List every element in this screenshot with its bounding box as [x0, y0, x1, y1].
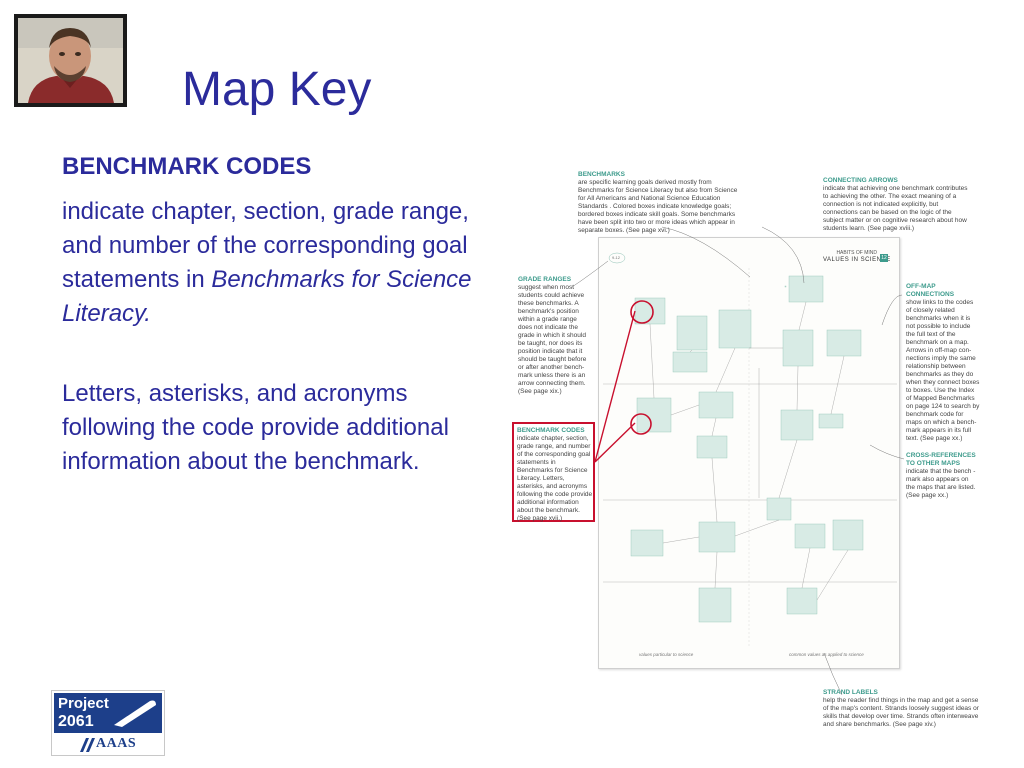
strand-labels-text: help the reader find things in the map a…: [823, 697, 979, 728]
logo-banner: Project 2061: [54, 693, 162, 733]
description-text: indicate chapter, section, grade range, …: [62, 198, 469, 293]
benchmark-codes-description: indicate chapter, section, grade range, …: [62, 195, 502, 331]
benchmark-code-leaders: [594, 310, 636, 463]
connecting-arrows-callout: CONNECTING ARROWS indicate that achievin…: [823, 177, 973, 233]
strand-label-right: common values as applied to science: [789, 652, 864, 657]
callout-leaders: [571, 226, 905, 696]
connecting-arrows-text: indicate that achieving one benchmark co…: [823, 185, 968, 232]
benchmark-codes-callout: BENCHMARK CODES indicate chapter, sectio…: [517, 427, 593, 523]
logo-line-2: 2061: [58, 713, 94, 730]
connecting-arrows-title: CONNECTING ARROWS: [823, 177, 898, 184]
map-page-number: 12: [880, 254, 888, 262]
presenter-portrait-icon: [18, 18, 123, 103]
map-key-figure: BENCHMARKS are specific learning goals d…: [512, 165, 1012, 763]
logo-line-1: Project: [58, 695, 109, 712]
strand-label-left: values particular to science: [639, 652, 694, 657]
grade-range-marker: [608, 252, 626, 264]
cross-references-title: CROSS-REFERENCES TO OTHER MAPS: [906, 452, 976, 467]
logo-swoosh-icon: [114, 700, 156, 727]
benchmark-codes-heading: BENCHMARK CODES: [62, 153, 312, 180]
grade-ranges-title: GRADE RANGES: [518, 276, 572, 283]
benchmarks-callout-title: BENCHMARKS: [578, 171, 625, 178]
description-book-title: Benchmarks for Science Literacy.: [62, 266, 472, 327]
benchmark-codes-callout-title: BENCHMARK CODES: [517, 427, 585, 434]
grade-range-label: 9-12: [612, 255, 621, 260]
cross-references-callout: CROSS-REFERENCES TO OTHER MAPS indicate …: [906, 452, 976, 500]
strand-labels-title: STRAND LABELS: [823, 689, 878, 696]
connecting-arrows: [649, 301, 849, 601]
project-2061-logo: Project 2061 AAAS: [51, 690, 165, 756]
slide-title: Map Key: [182, 63, 372, 116]
strand-labels-callout: STRAND LABELS help the reader find thing…: [823, 689, 983, 729]
cross-references-text: indicate that the bench - mark also appe…: [906, 468, 976, 499]
benchmark-codes-highlight-box: BENCHMARK CODES indicate chapter, sectio…: [512, 422, 595, 522]
aaas-mark-icon: [80, 738, 95, 752]
off-map-connections-text: show links to the codes of closely relat…: [906, 299, 980, 442]
benchmarks-callout-text: are specific learning goals derived most…: [578, 179, 738, 234]
logo-org-name: AAAS: [96, 736, 137, 751]
map-page-thumbnail: HABITS OF MIND VALUES IN SCIENCE 12: [598, 237, 900, 669]
highlighted-code-circle: [630, 300, 654, 324]
off-map-connections-callout: OFF-MAP CONNECTIONS show links to the co…: [906, 283, 980, 443]
benchmark-suffix-description: Letters, asterisks, and acronyms followi…: [62, 380, 449, 475]
off-map-connections-title: OFF-MAP CONNECTIONS: [906, 283, 955, 298]
presenter-photo: [14, 14, 127, 107]
benchmarks-callout: BENCHMARKS are specific learning goals d…: [578, 171, 738, 235]
map-page-subtitle: VALUES IN SCIENCE: [823, 257, 891, 263]
map-page-header: HABITS OF MIND: [836, 250, 877, 256]
grade-ranges-callout: GRADE RANGES suggest when most students …: [518, 276, 590, 396]
highlighted-code-circle: [630, 413, 652, 435]
benchmark-codes-callout-text: indicate chapter, section, grade range, …: [517, 435, 593, 522]
map-diagram: [603, 252, 897, 648]
grade-ranges-text: suggest when most students could achieve…: [518, 284, 587, 395]
